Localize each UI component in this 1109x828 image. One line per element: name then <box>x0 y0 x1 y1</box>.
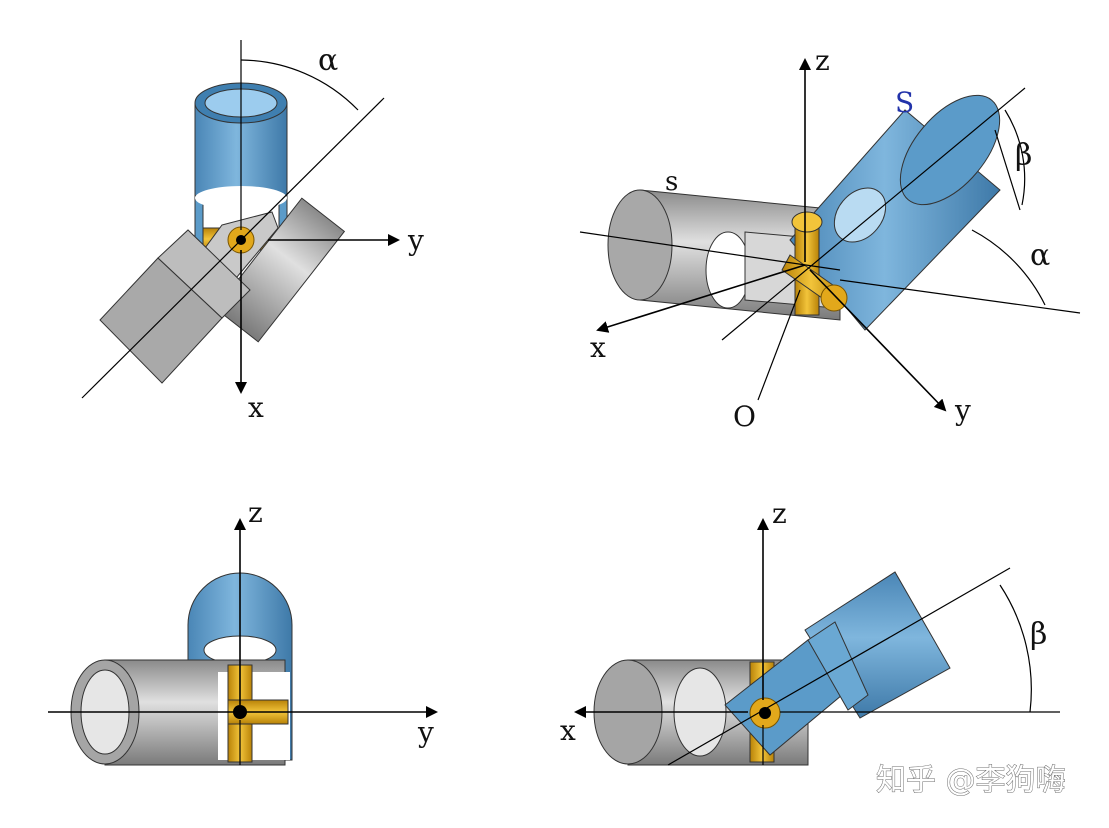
y-axis-arrow <box>809 269 947 412</box>
alpha-arc <box>971 229 1046 306</box>
projection-line <box>839 279 1081 314</box>
x-axis-label: x <box>590 331 606 364</box>
beta-label: β <box>1015 138 1032 173</box>
x-axis-label: x <box>560 714 576 747</box>
y-axis-label: y <box>954 394 971 427</box>
z-axis-label: z <box>772 497 787 530</box>
z-axis-label: z <box>248 496 263 529</box>
panel-top-left: α y x <box>81 40 424 424</box>
S-axis-line <box>721 87 1026 341</box>
origin-leader-line <box>757 289 801 401</box>
beta-label: β <box>1030 617 1047 652</box>
s-axis-line <box>579 231 841 271</box>
x-axis-label: x <box>248 391 264 424</box>
beta-reference-line <box>994 129 1021 211</box>
watermark-text: 知乎 @李狗嗨 <box>876 763 1066 798</box>
S-label: S <box>895 86 914 119</box>
z-axis-label: z <box>815 44 830 77</box>
alpha-label: α <box>318 43 338 78</box>
panel-bottom-right: z x β <box>560 497 1060 766</box>
gold-pin-cap <box>820 284 848 312</box>
panel-top-right: z S s β α x y O <box>579 44 1081 433</box>
y-axis-label: y <box>417 716 434 749</box>
s-label: s <box>665 167 678 197</box>
pivot-dot <box>759 707 771 719</box>
blue-shaft-axis-line <box>667 567 1011 766</box>
shaft-axis-line <box>81 97 385 399</box>
alpha-arc <box>240 59 359 111</box>
y-axis-label: y <box>407 224 424 257</box>
grey-shaft <box>214 197 346 343</box>
beta-arc <box>1004 109 1026 206</box>
origin-label: O <box>733 400 756 433</box>
x-axis-arrow <box>596 264 806 333</box>
gold-cross-top-cap <box>791 211 823 233</box>
panel-bottom-left: z y <box>48 496 438 766</box>
alpha-label: α <box>1030 238 1050 273</box>
beta-arc <box>999 584 1032 713</box>
